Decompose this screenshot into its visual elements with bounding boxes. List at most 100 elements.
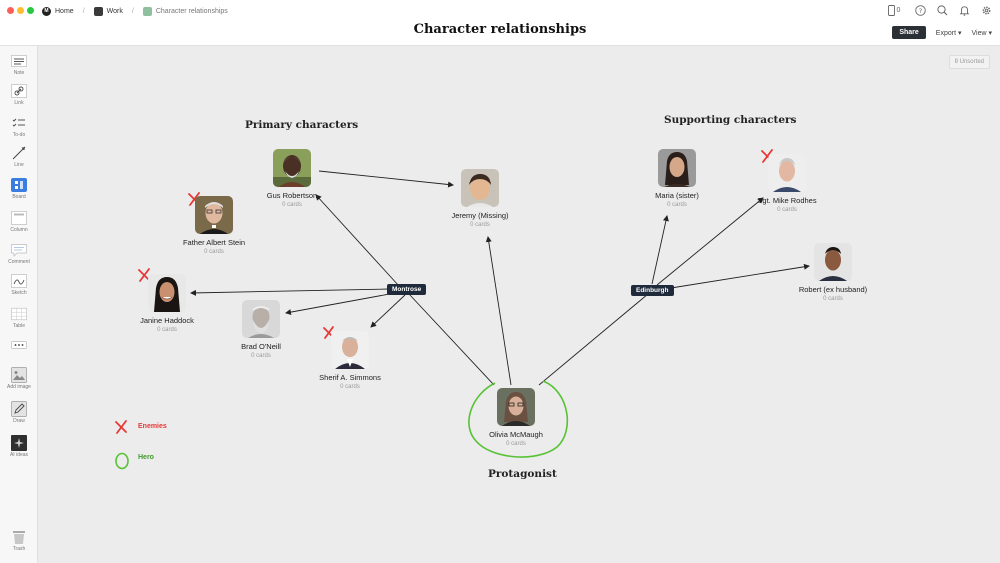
table-icon (11, 307, 27, 321)
legend-circle-icon (115, 452, 129, 470)
avatar (814, 243, 852, 281)
tool-ai-ideas[interactable]: AI ideas (0, 435, 38, 458)
breadcrumb-work[interactable]: Work (93, 6, 123, 16)
arrow-line-icon (11, 146, 27, 160)
close-window-button[interactable] (7, 7, 14, 14)
character-card-olivia[interactable]: Olivia McMaugh 0 cards (461, 388, 571, 447)
tool-column[interactable]: Column (0, 211, 38, 233)
column-icon (11, 211, 27, 225)
chevron-down-icon: ▾ (988, 29, 992, 37)
unsorted-button[interactable]: 0 Unsorted (948, 55, 990, 69)
tool-trash[interactable]: Trash (0, 530, 38, 552)
checklist-icon (11, 116, 27, 130)
chevron-down-icon: ▾ (957, 29, 962, 37)
connection-gus-jeremy[interactable] (318, 170, 454, 188)
connection-montrose-gus[interactable] (315, 194, 400, 287)
tool-board[interactable]: Board (0, 178, 38, 200)
enemy-mark-janine (138, 268, 150, 282)
connection-edinburgh-maria[interactable] (651, 215, 669, 285)
tool-table[interactable]: Table (0, 307, 38, 329)
gear-icon[interactable] (980, 4, 992, 16)
connections-layer (115, 149, 810, 470)
character-card-gus[interactable]: Gus Robertson 0 cards (237, 149, 347, 208)
legend-x-icon (115, 420, 127, 434)
avatar (658, 149, 696, 187)
share-button[interactable]: Share (892, 26, 926, 39)
tool-comment[interactable]: Comment (0, 243, 38, 265)
avatar (148, 274, 186, 312)
hero-circle (468, 380, 569, 458)
connection-montrose-olivia[interactable] (408, 293, 495, 386)
link-icon (11, 84, 27, 98)
connection-montrose-sherif[interactable] (370, 294, 406, 328)
breadcrumb-home[interactable]: M Home (42, 6, 74, 16)
sketch-icon (11, 274, 27, 288)
connection-olivia-edinburgh[interactable] (538, 293, 649, 386)
connection-edinburgh-mike[interactable] (656, 197, 764, 286)
connection-edinburgh-robert[interactable] (670, 263, 810, 289)
zoom-window-button[interactable] (27, 7, 34, 14)
page-title[interactable]: Character relationships (413, 22, 587, 37)
connection-olivia-jeremy[interactable] (485, 236, 512, 386)
breadcrumb: M Home / Work / Character relationships (42, 4, 228, 18)
board-icon (11, 178, 27, 192)
pen-icon (11, 401, 27, 417)
avatar (461, 169, 499, 207)
section-title-protagonist[interactable]: Protagonist (488, 468, 557, 480)
trash-icon (11, 530, 27, 544)
tool-sketch[interactable]: Sketch (0, 274, 38, 296)
avatar (242, 300, 280, 338)
breadcrumb-separator: / (82, 7, 85, 15)
bell-icon[interactable] (958, 4, 970, 16)
board-canvas[interactable]: 0 Unsorted (39, 47, 1000, 563)
board-actions: Share Export ▾ View ▾ (892, 26, 992, 39)
character-card-mike[interactable]: Sgt. Mike Rodhes 0 cards (732, 154, 842, 213)
left-toolbar: Note Link To-do Line Board Column Commen… (0, 46, 38, 563)
svg-text:?: ? (918, 7, 921, 15)
image-icon (11, 367, 27, 383)
breadcrumb-current[interactable]: Character relationships (142, 6, 228, 16)
avatar (331, 331, 369, 369)
tool-note[interactable]: Note (0, 54, 38, 76)
tool-todo[interactable]: To-do (0, 116, 38, 138)
connection-montrose-janine[interactable] (190, 288, 390, 296)
location-tag-edinburgh[interactable]: Edinburgh (631, 285, 674, 296)
avatar (195, 196, 233, 234)
mobile-device-icon[interactable]: 0 (884, 4, 904, 16)
export-menu[interactable]: Export ▾ (935, 29, 962, 37)
character-card-janine[interactable]: Janine Haddock 0 cards (112, 274, 222, 333)
more-icon (11, 338, 27, 352)
avatar (497, 388, 535, 426)
board-icon (93, 6, 103, 16)
avatar (768, 154, 806, 192)
help-icon[interactable]: ? (914, 4, 926, 16)
top-icons: 0 ? (884, 4, 992, 16)
tool-line[interactable]: Line (0, 146, 38, 168)
minimize-window-button[interactable] (17, 7, 24, 14)
tool-add-image[interactable]: Add image (0, 367, 38, 390)
ai-sparkle-icon (11, 435, 27, 451)
character-card-albert[interactable]: Father Albert Stein 0 cards (159, 196, 269, 255)
note-icon (11, 54, 27, 68)
more-tools-button[interactable] (0, 338, 38, 352)
legend-hero[interactable]: Hero (138, 454, 154, 461)
search-icon[interactable] (936, 4, 948, 16)
tool-link[interactable]: Link (0, 84, 38, 106)
view-menu[interactable]: View ▾ (971, 29, 992, 37)
legend-enemies[interactable]: Enemies (138, 423, 167, 430)
section-title-primary[interactable]: Primary characters (245, 119, 359, 131)
section-title-supporting[interactable]: Supporting characters (664, 114, 797, 126)
location-tag-montrose[interactable]: Montrose (387, 284, 427, 295)
character-card-brad[interactable]: Brad O'Neill 0 cards (206, 300, 316, 359)
character-card-sherif[interactable]: Sherif A. Simmons 0 cards (295, 331, 405, 390)
board-icon (142, 6, 152, 16)
character-card-robert[interactable]: Robert (ex husband) 0 cards (778, 243, 888, 302)
tool-draw[interactable]: Draw (0, 401, 38, 424)
connection-montrose-brad[interactable] (285, 292, 396, 316)
breadcrumb-separator: / (131, 7, 134, 15)
character-card-maria[interactable]: Maria (sister) 0 cards (622, 149, 732, 208)
avatar (273, 149, 311, 187)
character-card-jeremy[interactable]: Jeremy (Missing) 0 cards (425, 169, 535, 228)
milanote-logo-icon: M (42, 6, 51, 16)
comment-icon (11, 243, 27, 257)
